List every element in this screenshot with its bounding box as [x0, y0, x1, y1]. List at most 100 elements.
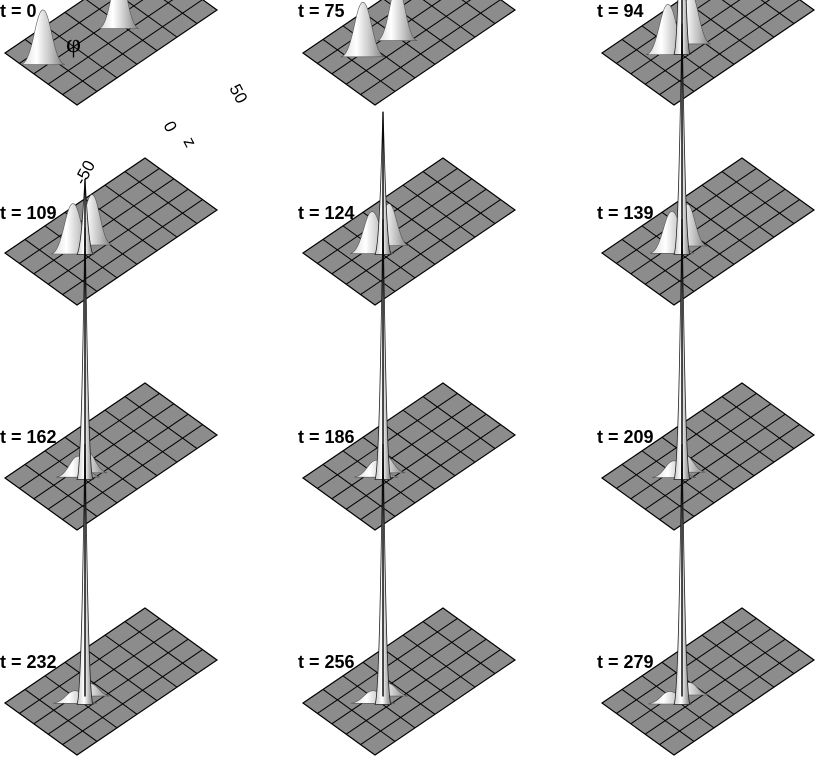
- surface-sheet: [600, 382, 816, 531]
- grid-line: [47, 413, 189, 510]
- grid-line: [701, 634, 775, 688]
- pulse-mark: [98, 0, 140, 29]
- grid-line: [124, 621, 198, 674]
- surface-panel: [3, 157, 219, 306]
- surface-panel: [301, 444, 517, 756]
- surface-sheet: [3, 382, 219, 531]
- grid-line: [64, 11, 138, 65]
- surface-plots: [3, 0, 816, 756]
- grid-line: [322, 689, 396, 742]
- grid-line: [331, 403, 473, 500]
- grid-line: [104, 634, 178, 688]
- grid-line: [322, 39, 396, 92]
- grid-line: [402, 409, 476, 463]
- surface-panel: [600, 444, 816, 756]
- grid-line: [104, 409, 178, 463]
- grid-line: [760, 0, 795, 24]
- z-tick-high: 50: [225, 81, 251, 107]
- grid-line: [62, 649, 203, 746]
- grid-line: [382, 198, 456, 252]
- grid-line: [33, 178, 175, 275]
- surface-sheet: [301, 607, 517, 756]
- grid-line: [630, 178, 772, 275]
- surface-panel: [301, 0, 517, 106]
- grid-line: [317, 0, 412, 64]
- grid-line: [659, 649, 800, 746]
- grid-line: [644, 0, 771, 85]
- grid-line: [345, 188, 487, 285]
- grid-line: [64, 436, 138, 490]
- surface-sheet: [301, 157, 517, 306]
- grid-line: [104, 184, 178, 238]
- grid-line: [382, 648, 456, 702]
- grid-line: [84, 423, 158, 477]
- frame-label-t186: t = 186: [298, 427, 355, 447]
- grid-line: [47, 0, 174, 85]
- grid-line: [163, 0, 198, 24]
- grid-line: [701, 409, 775, 463]
- surface-sheet: [3, 607, 219, 756]
- grid-line: [422, 621, 496, 674]
- grid-line: [644, 638, 786, 735]
- z-tick-mid: 0: [159, 118, 180, 135]
- surface-sheet: [3, 157, 219, 306]
- phi-axis-label: φ: [66, 29, 81, 58]
- grid-line: [402, 184, 476, 238]
- grid-line: [47, 638, 189, 735]
- grid-line: [124, 396, 198, 449]
- grid-line: [721, 621, 795, 674]
- grid-line: [681, 648, 755, 702]
- grid-line: [360, 649, 501, 746]
- grid-line: [621, 689, 695, 742]
- grid-line: [33, 628, 175, 725]
- surface-panel: [3, 444, 219, 756]
- grid-line: [422, 0, 476, 38]
- frame-label-t0: t = 0: [0, 1, 37, 21]
- grid-line: [721, 0, 775, 38]
- pulse-mark: [340, 1, 386, 58]
- grid-line: [345, 413, 487, 510]
- pulse-mark: [377, 0, 418, 41]
- pulse-mark: [20, 9, 66, 65]
- grid-line: [345, 638, 487, 735]
- grid-line: [24, 689, 98, 742]
- frame-label-t232: t = 232: [0, 652, 57, 672]
- frame-label-t162: t = 162: [0, 427, 57, 447]
- surface-sheet: [600, 157, 816, 306]
- grid-line: [345, 0, 472, 85]
- surface-panel: [600, 219, 816, 531]
- frame-label-t109: t = 109: [0, 203, 57, 223]
- surface-panel: [3, 227, 219, 531]
- z-tick-low: -50: [71, 157, 99, 188]
- grid-line: [630, 403, 772, 500]
- grid-line: [402, 634, 476, 688]
- grid-line: [701, 184, 775, 238]
- grid-line: [84, 648, 158, 702]
- grid-line: [661, 436, 735, 490]
- frame-label-t279: t = 279: [597, 652, 654, 672]
- grid-line: [64, 661, 138, 715]
- grid-line: [124, 0, 178, 38]
- frame-label-t75: t = 75: [298, 1, 345, 21]
- grid-line: [422, 396, 496, 449]
- grid-line: [681, 423, 755, 477]
- grid-line: [382, 423, 456, 477]
- grid-line: [681, 198, 755, 252]
- grid-line: [362, 436, 436, 490]
- frame-label-t256: t = 256: [298, 652, 355, 672]
- grid-line: [124, 171, 198, 224]
- grid-line: [721, 396, 795, 449]
- surface-panel: [600, 23, 816, 306]
- grid-line: [644, 188, 786, 285]
- grid-line: [44, 25, 118, 79]
- grid-line: [422, 171, 496, 224]
- grid-line: [721, 171, 795, 224]
- grid-line: [331, 628, 473, 725]
- grid-line: [33, 403, 175, 500]
- z-axis-label: z: [179, 134, 200, 150]
- surface-sheet: [600, 607, 816, 756]
- frame-label-t209: t = 209: [597, 427, 654, 447]
- grid-line: [360, 0, 501, 96]
- frame-label-t139: t = 139: [597, 203, 654, 223]
